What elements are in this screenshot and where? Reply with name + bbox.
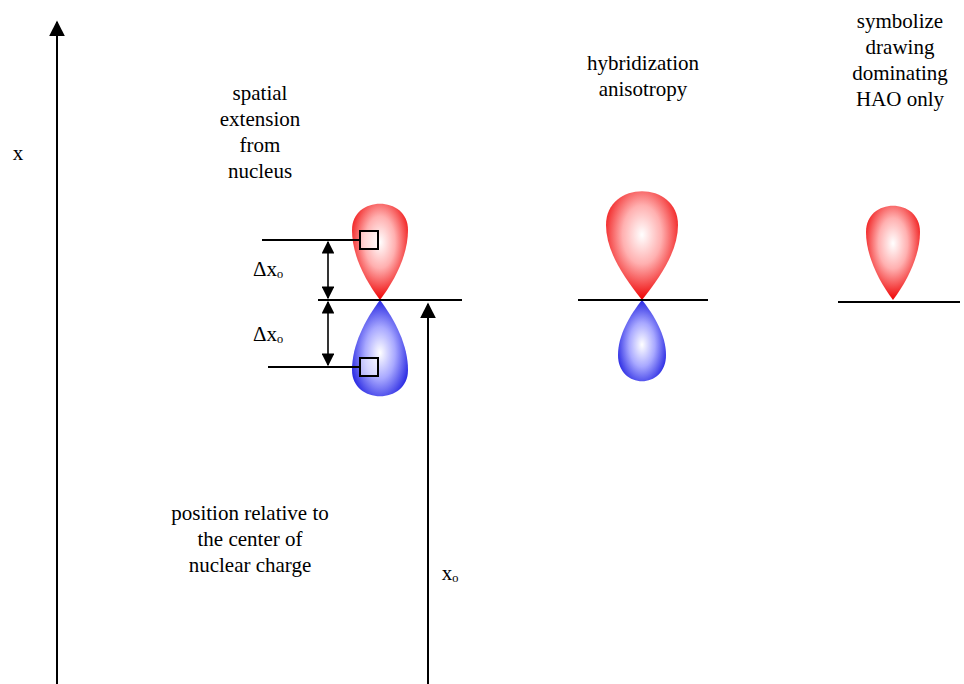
heading-label: spatial extension from nucleus [205,80,315,184]
position-label: xₒ [433,560,467,586]
nucleus-line [838,301,960,303]
axis-label: x [6,140,30,166]
extent-line [268,366,360,368]
nucleus-line [578,299,708,301]
dimension-arrow [327,242,329,298]
dimension-arrow [327,302,329,365]
red-lobe [866,206,920,300]
heading-label: symbolize drawing dominating HAO only [844,8,956,112]
red-lobe [352,204,408,300]
blue-lobe [352,300,408,396]
heading-label: hybridization anisotropy [568,50,718,102]
red-lobe [606,191,678,300]
dimension-label: Δxₒ [243,321,293,347]
note-label: position relative to the center of nucle… [170,500,330,578]
blue-lobe [618,300,666,381]
marker-square [360,231,378,249]
dimension-label: Δxₒ [243,256,293,282]
extent-line [262,239,360,241]
x-axis [56,22,58,684]
marker-square [360,358,378,376]
nucleus-line [318,299,462,301]
position-arrow [427,304,429,684]
